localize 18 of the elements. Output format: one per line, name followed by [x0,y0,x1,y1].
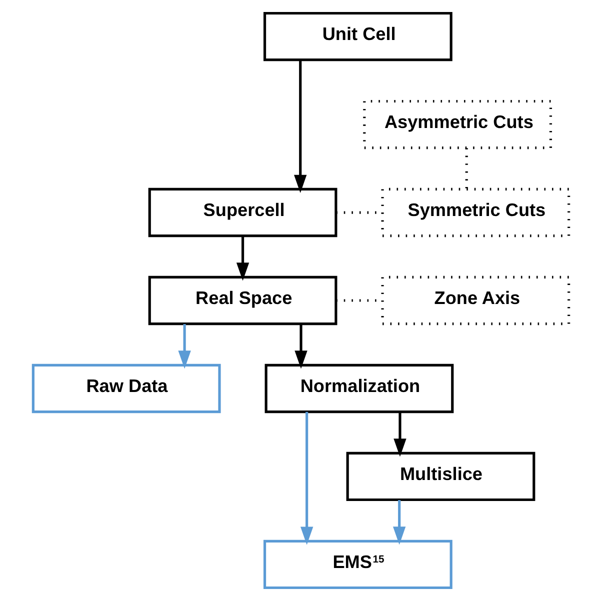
connector [464,148,468,189]
node-box: Normalization [264,364,454,414]
node-box: Multislice [346,452,535,502]
node-box: Zone Axis [380,276,570,326]
arrow [294,60,306,193]
node-box: Unit Cell [262,12,452,62]
arrow [393,412,406,457]
node-box: Asymmetric Cuts [362,100,552,150]
arrow [178,324,190,369]
arrow [392,500,406,545]
arrow [300,412,313,545]
node-box: Real Space [148,276,337,326]
node-box: EMS$^{15}$ [262,540,452,590]
node-box: Symmetric Cuts [380,188,570,238]
node-box: Supercell [148,188,337,238]
arrow [294,324,307,369]
node-box: Raw Data [31,364,220,414]
arrow [236,236,249,281]
